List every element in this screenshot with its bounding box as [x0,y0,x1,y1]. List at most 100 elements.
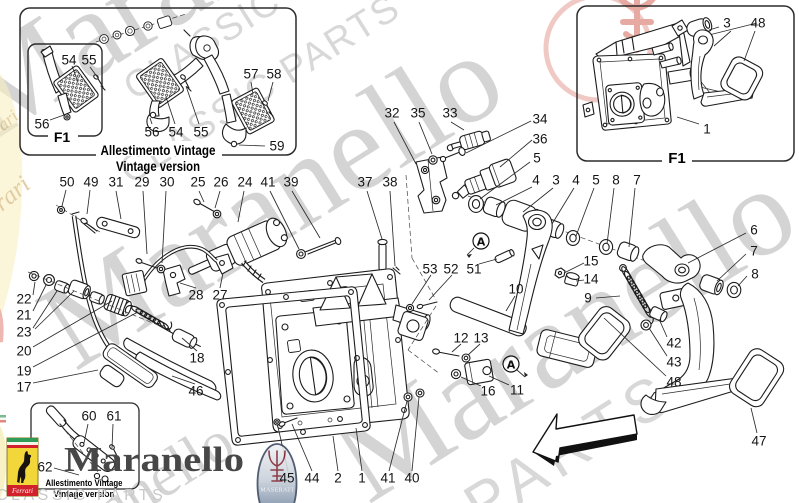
brand-maranello: Maranello [64,440,244,479]
callout-60-70: 60 [81,409,96,424]
inset-bottom-art [45,405,119,483]
caption-bg [96,141,222,156]
maserati-trident [268,450,286,482]
callout-62-72: 62 [37,460,52,475]
callout-37-28: 37 [357,175,372,190]
callout-5-33: 5 [592,173,600,188]
callout-31-14: 31 [108,175,123,190]
callout-46-55: 46 [188,384,203,399]
callout-53-39: 53 [422,262,437,277]
callout-34-25: 34 [532,112,548,127]
callout-54-0: 54 [61,53,77,68]
brand-classic-parts: CLASSIC PARTS [0,487,166,503]
callout-59-8: 59 [269,139,284,154]
brake-pedal-group [640,244,785,415]
callout-54-4: 54 [168,125,184,140]
callout-8-38: 8 [751,267,759,282]
callout-61-71: 61 [106,409,121,424]
callout-25-17: 25 [190,175,205,190]
callout-26-18: 26 [213,175,228,190]
watermark-shield-left-2 [0,415,7,499]
callout-50-12: 50 [59,175,74,190]
callout-16-58: 16 [480,384,495,399]
maserati-oval-logo: MASERATI [256,443,298,503]
prancing-horse [17,451,32,483]
callout-20-49: 20 [16,344,31,359]
circled-letter-A-1: A [502,355,520,373]
callout-24-19: 24 [237,175,253,190]
callout-27-53: 27 [212,288,227,303]
svg-text:A: A [477,236,486,249]
callout-4-32: 4 [572,173,580,188]
callout-6-36: 6 [750,223,758,238]
inset-vintage-art [40,13,275,148]
callout-9-44: 9 [584,291,592,306]
motor-group [121,198,288,297]
callout-14-43: 14 [583,272,599,287]
callout-7-35: 7 [633,173,641,188]
callout-51-41: 51 [466,262,481,277]
inset-vintage-caption-2: Vintage version [116,158,200,174]
f1-label-bg-2 [662,150,692,164]
f1-label-bg [48,130,78,143]
callout-40-69: 40 [404,471,419,486]
inset-bottom-caption-2: Vintage version [54,489,115,500]
callout-33-24: 33 [442,106,457,121]
center-plates [216,268,431,446]
leader-lines [32,26,758,476]
callout-12-56: 12 [453,331,468,346]
callout-44-65: 44 [304,471,320,486]
callout-47-63: 47 [751,434,766,449]
callout-42-60: 42 [666,336,681,351]
callout-39-21: 39 [283,175,298,190]
callout-56-2: 56 [34,117,49,132]
circled-letter-A-0: A [472,232,490,250]
clutch-pedal-group [467,195,668,368]
inset-vintage-caption-1: Allestimento Vintage [101,142,216,158]
inset-f1-label: F1 [668,150,686,167]
sensor-group [296,130,517,301]
inset-boxes: F1 Allestimento Vintage Vintage version … [19,5,795,500]
callout-3-31: 3 [552,173,560,188]
callout-3-9: 3 [723,16,731,31]
callout-41-68: 41 [380,471,395,486]
callout-8-34: 8 [612,173,620,188]
callout-48-10: 48 [750,16,765,31]
callout-2-66: 2 [334,471,342,486]
callout-17-51: 17 [16,380,31,395]
callout-29-15: 29 [134,175,149,190]
callout-23-48: 23 [16,325,31,340]
callout-32-22: 32 [384,106,399,121]
callout-38-29: 38 [382,175,397,190]
inset-bottom-caption-1: Allestimento Vintage [46,478,123,489]
brand-block: CLASSIC PARTS Maranello Ferrari MASERATI [0,437,298,503]
left-rod-group [27,204,222,401]
callout-4-30: 4 [532,173,540,188]
callout-56-3: 56 [144,125,159,140]
callout-30-16: 30 [159,175,174,190]
direction-arrow [532,413,638,466]
callout-18-54: 18 [189,351,204,366]
callout-10-45: 10 [508,282,523,297]
callout-21-47: 21 [16,308,31,323]
inset-vintage-f1-label: F1 [54,129,71,145]
callout-7-37: 7 [750,244,758,259]
callout-11-59: 11 [510,383,524,398]
ferrari-shield-text: Ferrari [11,487,33,495]
callout-45-64: 45 [279,471,294,486]
callout-13-57: 13 [473,331,488,346]
callout-5-27: 5 [533,151,541,166]
svg-text:A: A [507,359,516,372]
callout-15-42: 15 [583,254,598,269]
pin-and-clamp-group [405,249,527,386]
callout-1-67: 1 [358,471,366,486]
maserati-text: MASERATI [260,488,293,494]
callout-49-13: 49 [83,175,98,190]
callout-36-26: 36 [532,132,547,147]
callout-28-52: 28 [188,288,203,303]
callout-41-20: 41 [260,175,275,190]
callout-58-7: 58 [266,67,281,82]
